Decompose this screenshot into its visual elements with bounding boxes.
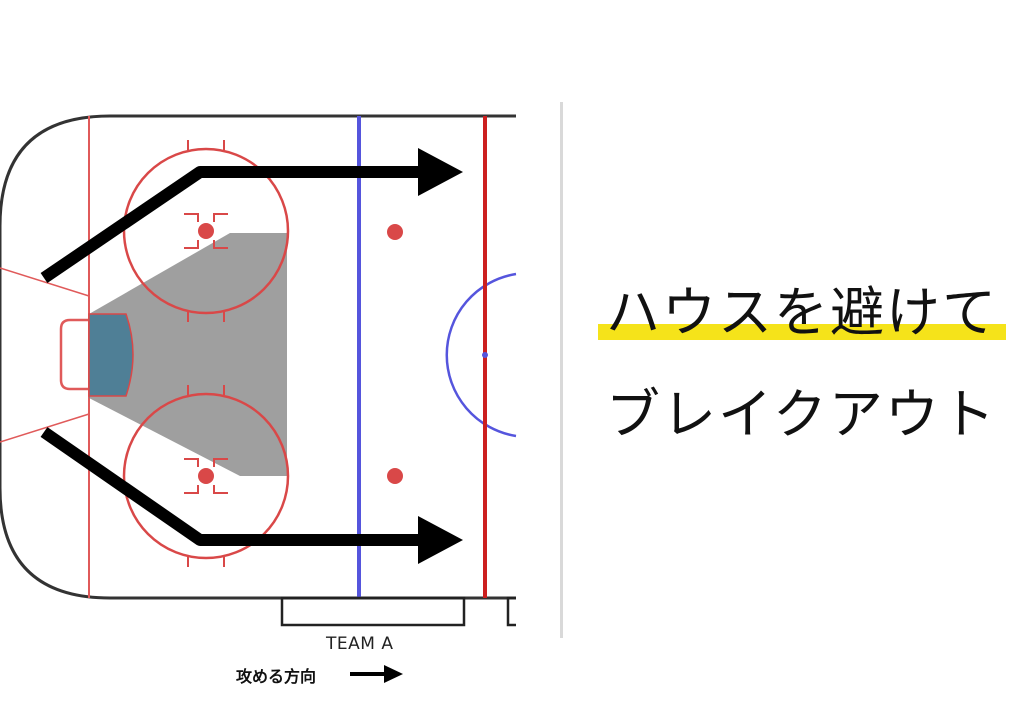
team-bench — [280, 596, 466, 627]
center-circle — [445, 272, 517, 438]
trapezoid-line-top — [0, 267, 90, 297]
faceoff-circle-top — [122, 140, 290, 322]
neutral-dot-bottom — [387, 468, 403, 484]
divider — [560, 102, 563, 638]
arrow-right-icon — [418, 148, 463, 196]
faceoff-circle-bottom — [122, 385, 290, 567]
title-line-2: ブレイクアウト — [606, 383, 997, 446]
goal-crease — [88, 313, 134, 397]
goal-net — [59, 318, 89, 391]
rink-boards — [0, 114, 516, 600]
team-label: TEAM A — [326, 634, 394, 654]
breakout-arrow-bottom — [40, 427, 463, 564]
faceoff-dot-bottom — [198, 468, 214, 484]
bench-partial — [506, 596, 516, 627]
arrow-right-icon — [418, 516, 463, 564]
neutral-dot-top — [387, 224, 403, 240]
breakout-arrow-top — [40, 148, 463, 283]
arrow-right-icon — [384, 665, 403, 683]
faceoff-dot-top — [198, 223, 214, 239]
center-dot — [482, 352, 488, 358]
direction-label: 攻める方向 — [236, 667, 317, 686]
trapezoid-line-bottom — [0, 413, 90, 443]
direction-arrow — [350, 665, 403, 683]
title-highlight — [598, 324, 1006, 340]
title-line-1: ハウスを避けて — [606, 281, 998, 344]
house-zone — [89, 233, 287, 476]
